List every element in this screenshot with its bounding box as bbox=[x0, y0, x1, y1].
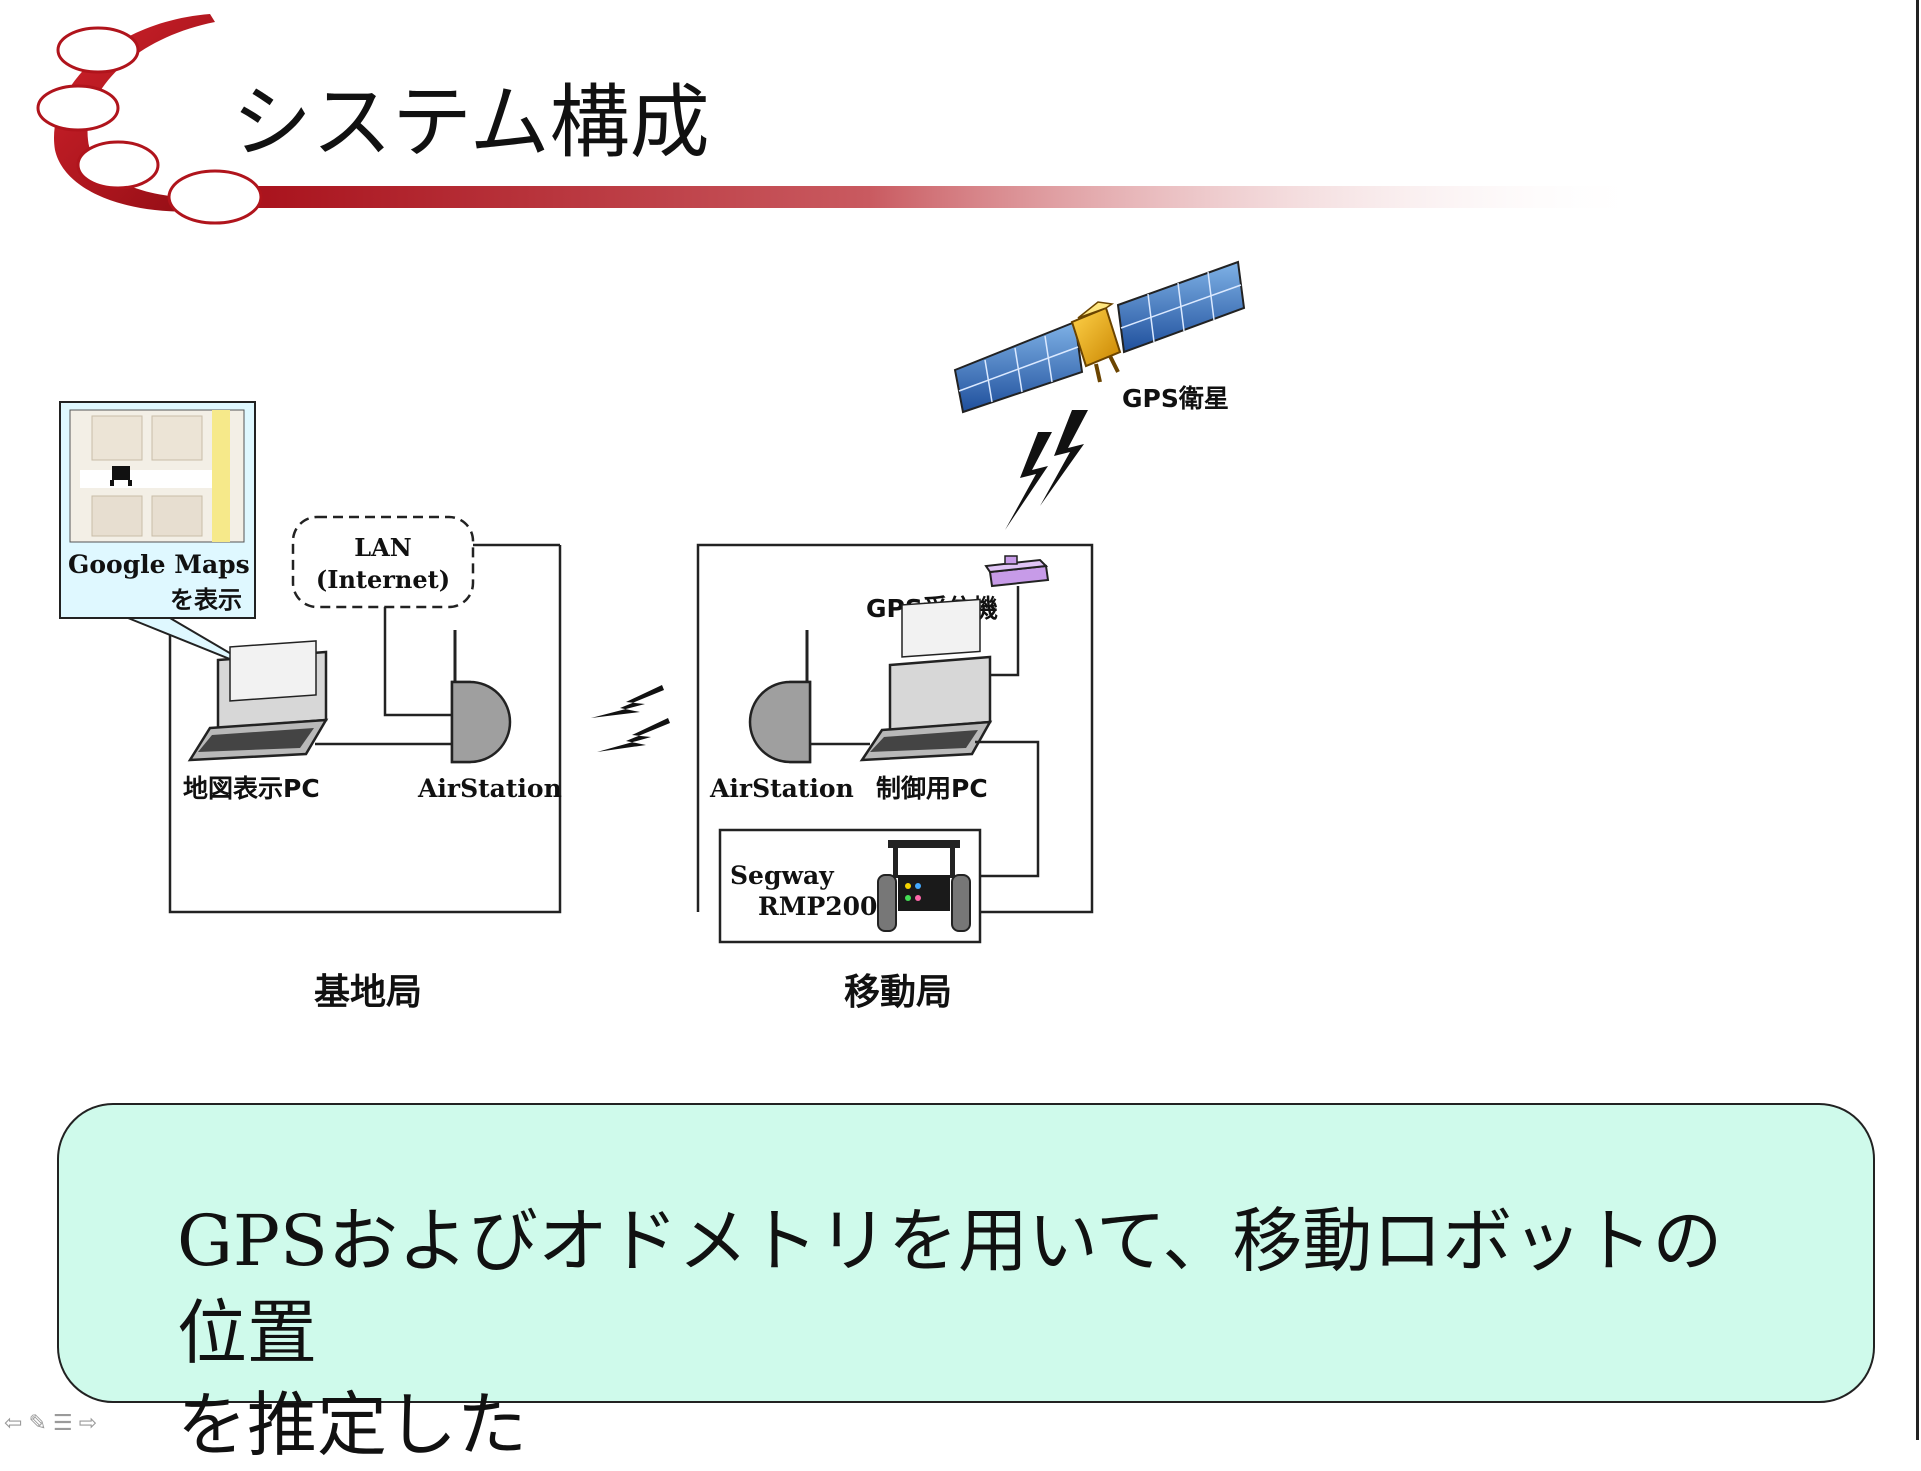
slide-canvas: システム構成 GPS衛星 LAN (Internet) bbox=[36, 14, 1650, 1013]
summary-text: GPSおよびオドメトリを用いて、移動ロボットの位置 を推定した bbox=[177, 1200, 1723, 1466]
slide-right-border bbox=[1916, 0, 1919, 1440]
edit-pen-icon[interactable]: ✎ bbox=[28, 1411, 47, 1436]
laptop-icon bbox=[187, 640, 329, 762]
title-circle-2 bbox=[36, 84, 120, 132]
control-pc-label: 制御用PC bbox=[876, 774, 988, 803]
internet-label: (Internet) bbox=[316, 565, 450, 594]
show-map-label: を表示 bbox=[170, 586, 242, 614]
title-underline-bar bbox=[230, 186, 1650, 208]
slide-nav: ⇦ ✎ ☰ ⇨ bbox=[4, 1412, 97, 1436]
segway-model-label: RMP200 bbox=[758, 892, 877, 921]
segway-wire bbox=[975, 740, 1040, 878]
mobile-station-box bbox=[696, 543, 1094, 914]
airstation-mobile-icon bbox=[748, 630, 812, 764]
slide: システム構成 GPS衛星 LAN (Internet) bbox=[4, 0, 1919, 1466]
lan-label: LAN bbox=[354, 533, 411, 562]
google-maps-label: Google Maps bbox=[68, 550, 250, 579]
airstation-base-icon bbox=[450, 630, 512, 764]
summary-callout: GPSおよびオドメトリを用いて、移動ロボットの位置 を推定した bbox=[57, 1103, 1875, 1466]
lan-cloud bbox=[291, 515, 475, 609]
title-circle-3 bbox=[76, 140, 160, 190]
segway-label: Segway bbox=[730, 861, 835, 890]
gps-satellite-label: GPS衛星 bbox=[1122, 384, 1229, 413]
airstation-mobile-label: AirStation bbox=[709, 774, 854, 803]
base-station-label: 基地局 bbox=[314, 972, 422, 1013]
prev-arrow-icon[interactable]: ⇦ bbox=[4, 1411, 23, 1436]
gps-receiver-icon bbox=[984, 555, 1050, 588]
mobile-station-label: 移動局 bbox=[844, 972, 952, 1013]
google-maps-callout bbox=[59, 401, 263, 673]
gps-signal-icon bbox=[1005, 410, 1088, 530]
laptop-icon bbox=[859, 598, 993, 762]
slide-title: システム構成 bbox=[232, 76, 710, 169]
airstation-base-label: AirStation bbox=[417, 774, 562, 803]
title-circle-1 bbox=[56, 26, 140, 74]
menu-icon[interactable]: ☰ bbox=[52, 1411, 73, 1436]
gps-satellite-icon bbox=[953, 260, 1246, 414]
title-decoration bbox=[36, 14, 1650, 225]
segway-robot-icon bbox=[877, 840, 971, 932]
gps-receiver-wire bbox=[990, 586, 1020, 677]
next-arrow-icon[interactable]: ⇨ bbox=[78, 1411, 98, 1436]
map-pc-label: 地図表示PC bbox=[183, 774, 320, 803]
title-circle-4 bbox=[167, 169, 263, 225]
lan-wire bbox=[383, 607, 452, 717]
wireless-link-icon bbox=[591, 685, 670, 752]
